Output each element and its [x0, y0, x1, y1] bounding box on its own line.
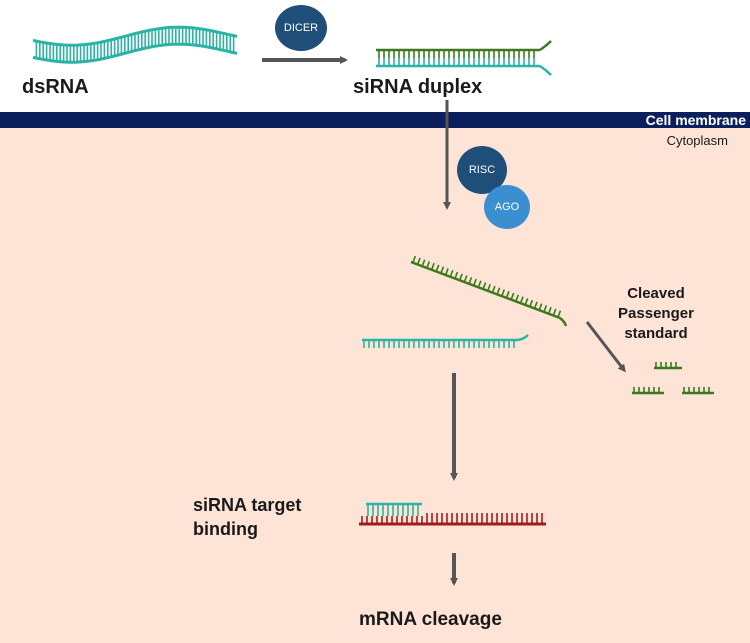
guide-overhang — [517, 334, 529, 342]
passenger-base — [510, 292, 515, 300]
passenger-base — [454, 271, 459, 279]
passenger-base — [519, 296, 524, 304]
passenger-strand — [410, 255, 568, 327]
passenger-base — [491, 285, 496, 293]
passenger-base — [487, 284, 491, 292]
passenger-base — [524, 298, 529, 306]
passenger-base — [533, 301, 538, 309]
passenger-base — [458, 273, 463, 281]
sirna-duplex-strand — [376, 40, 552, 76]
passenger-base — [472, 278, 477, 286]
passenger-base — [538, 303, 543, 311]
passenger-base — [477, 280, 482, 288]
passenger-base — [557, 310, 562, 318]
passenger-base — [440, 266, 445, 274]
duplex-overhang-bottom — [539, 64, 552, 76]
passenger-base — [468, 276, 473, 285]
cleaved-label-line-2: Passenger — [618, 305, 694, 322]
passenger-backbone — [410, 260, 561, 320]
dicer-enzyme: DICER — [275, 5, 327, 51]
passenger-base — [547, 306, 552, 314]
passenger-base — [449, 269, 454, 278]
passenger-base — [515, 294, 520, 302]
duplex-overhang-top — [539, 40, 552, 52]
guide-strand — [362, 334, 529, 348]
cytoplasm-region — [0, 128, 750, 643]
cleaved-label-line-1: Cleaved — [627, 285, 685, 302]
passenger-base — [416, 257, 421, 265]
cell-membrane-label: Cell membrane — [645, 112, 746, 128]
dsrna-top-backbone — [32, 25, 238, 47]
target-label-line-2: binding — [193, 519, 258, 539]
target-binding-complex — [359, 502, 546, 526]
cleaved-fragments — [632, 362, 714, 395]
cytoplasm-label: Cytoplasm — [666, 133, 728, 148]
passenger-overhang — [559, 317, 568, 327]
risc-label: RISC — [468, 164, 496, 176]
target-binding-label: siRNA target binding — [193, 493, 301, 541]
passenger-base — [505, 291, 510, 299]
cell-membrane — [0, 112, 750, 128]
ago-label: AGO — [494, 201, 520, 213]
dsrna-strand — [32, 25, 238, 64]
dicer-label: DICER — [283, 22, 319, 34]
passenger-base — [496, 287, 501, 295]
passenger-base — [463, 275, 468, 283]
passenger-base — [435, 264, 440, 272]
target-label-line-1: siRNA target — [193, 495, 302, 515]
sirna-duplex-label: siRNA duplex — [353, 76, 483, 98]
mrna-cleavage-label: mRNA cleavage — [359, 609, 502, 630]
passenger-base — [482, 282, 487, 290]
cleaved-label-line-3: standard — [624, 325, 688, 342]
cleaved-passenger-label: Cleaved Passenger standard — [608, 284, 704, 344]
passenger-base — [430, 262, 435, 271]
passenger-base — [444, 268, 449, 276]
passenger-base — [501, 289, 506, 297]
dsrna-label: dsRNA — [22, 76, 89, 98]
passenger-base — [421, 259, 426, 267]
passenger-base — [529, 299, 534, 307]
passenger-cleavage-arrow — [585, 321, 626, 373]
passenger-base — [412, 255, 417, 263]
passenger-base — [552, 308, 557, 316]
passenger-base — [543, 305, 548, 313]
passenger-base — [426, 261, 431, 269]
ago-protein: AGO — [484, 185, 530, 229]
